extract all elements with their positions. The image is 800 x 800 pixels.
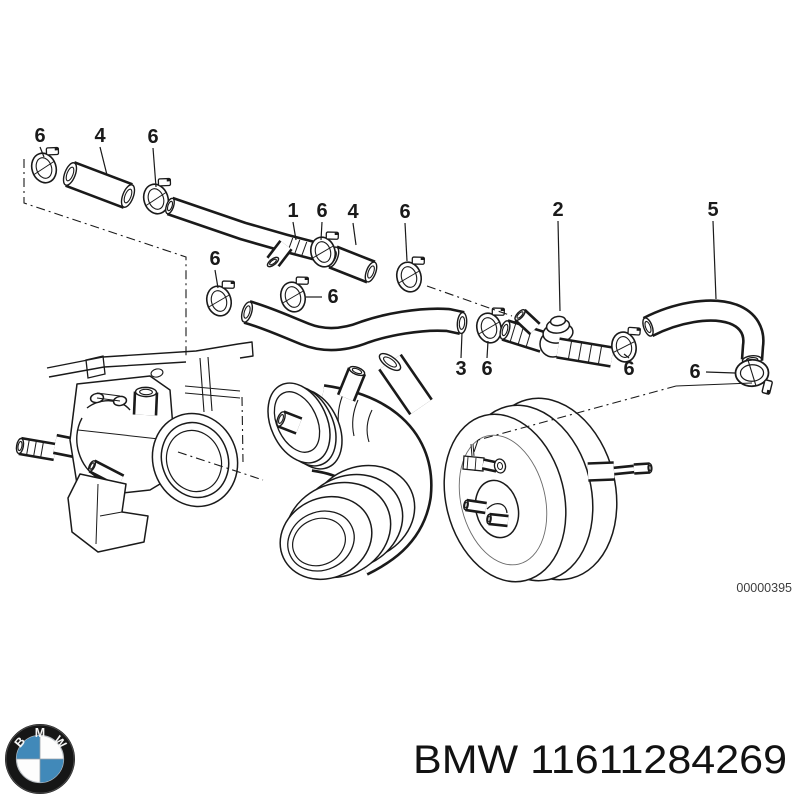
callout-leader [292,221,297,241]
brake-booster-drawing [443,397,653,583]
callout-leader [39,146,45,158]
callout-6-13: 6 [623,358,634,380]
hose-clamp [30,146,60,184]
callout-5-10: 5 [707,199,718,221]
callout-6-2: 6 [147,126,158,148]
hose-clamp [734,358,773,395]
hose-clamp [395,256,425,293]
callout-leader [214,269,219,289]
callout-leader [404,222,408,262]
assembly-axis-lines [23,159,753,481]
hose-clamp [475,307,505,344]
callout-2-9: 2 [552,199,563,221]
hose-clamp [309,231,339,268]
callout-6-4: 6 [316,200,327,222]
logo-letter-M: M [35,726,45,740]
callout-6-14: 6 [689,361,700,383]
callout-leader [460,332,463,359]
hose-clamp [279,276,309,313]
callout-leader [705,371,736,374]
callout-3-11: 3 [455,358,466,380]
callout-6-0: 6 [34,125,45,147]
callout-6-7: 6 [209,248,220,270]
callout-leader [486,340,489,359]
callout-4-5: 4 [347,201,359,223]
part-number-caption: BMW 11611284269 [413,738,787,782]
hose-clamp [142,177,172,215]
drawing-number: 00000395 [736,581,792,595]
throttle-body-drawing [15,341,254,553]
callout-6-6: 6 [399,201,410,223]
intake-boot-drawing [267,352,433,581]
callout-leader [99,146,108,176]
callout-1-3: 1 [287,200,298,222]
callout-leader [557,220,561,312]
callout-6-8: 6 [327,286,338,308]
bmw-logo: BMW [5,724,75,794]
vacuum-hoses-and-clamps [30,146,773,395]
callout-leader [352,222,357,246]
callout-leader [152,147,157,188]
hose-clamp [611,326,641,363]
callout-leader [320,221,323,241]
callout-leader [712,220,717,300]
callout-leader [623,353,630,359]
hose-clamp [205,280,235,317]
callout-4-1: 4 [94,125,106,147]
callout-6-12: 6 [481,358,492,380]
